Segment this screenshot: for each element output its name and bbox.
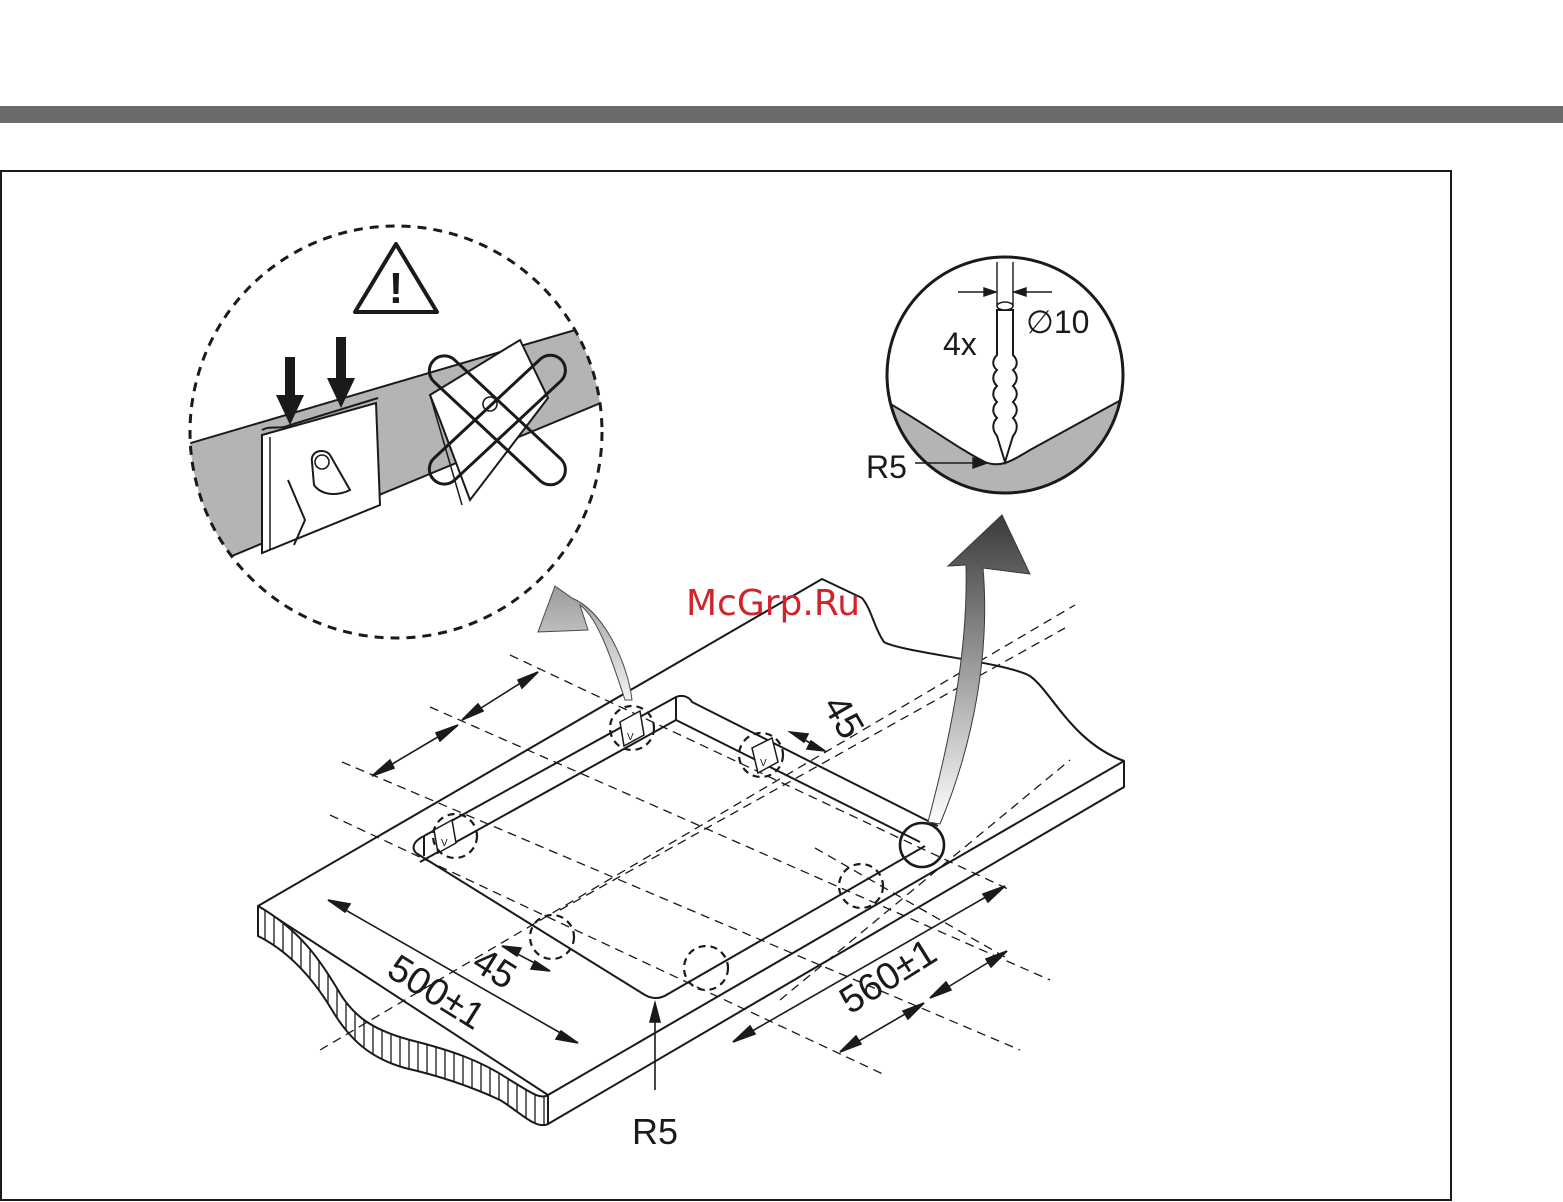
detail-drill: ∅10 4x R5 [866,257,1130,500]
svg-text:!: ! [389,264,404,313]
drill-diameter-label: ∅10 [1026,304,1089,340]
warning-triangle-icon: ! [355,244,437,313]
detail-clip: ! [150,226,620,638]
header-bar [0,106,1563,123]
watermark: McGrp.Ru [686,583,860,624]
countertop [258,579,1124,1125]
svg-text:V: V [627,732,634,743]
drill-count-label: 4x [943,326,977,362]
svg-text:V: V [441,838,448,849]
svg-text:V: V [760,758,767,769]
drill-bit-icon [993,310,1017,462]
drill-radius-label: R5 [866,449,907,485]
pointer-arrow-to-clip-detail [538,586,632,700]
dim-radius-front-label: R5 [632,1111,678,1152]
screw-icon [315,455,329,469]
